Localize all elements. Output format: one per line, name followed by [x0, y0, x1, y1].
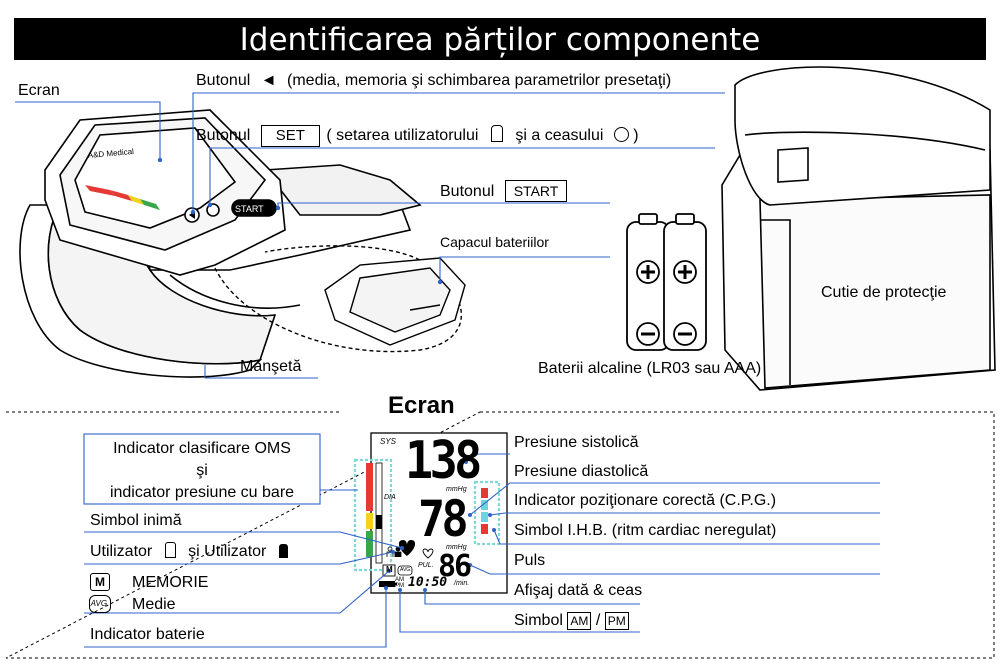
left-button-word: Butonul [196, 72, 251, 89]
left-arrow-icon: ◄ [260, 72, 277, 89]
user-label-b: şi Utilizator [188, 543, 267, 560]
average-icon: AVG. [89, 595, 111, 613]
lcd-pm: PM [395, 583, 404, 589]
lcd-time: 10:50 [408, 575, 448, 590]
user-label: Utilizator şi Utilizator [90, 542, 288, 561]
who-indicator-label: Indicator clasificare OMS şi indicator p… [84, 438, 320, 504]
set-desc-c: ) [633, 127, 639, 144]
device-body [44, 109, 286, 276]
screen-section-frame [5, 411, 995, 659]
user-icon [490, 125, 503, 142]
lcd-avg-text: AVG. [400, 567, 412, 573]
who-label-box [83, 433, 321, 505]
start-key: START [504, 180, 568, 202]
set-key: SET [260, 125, 320, 147]
lcd-diastolic-value: 78 [418, 490, 469, 548]
am-box: AM [567, 612, 592, 630]
protective-case [721, 66, 996, 391]
systolic-label: Presiune sistolică [514, 434, 639, 451]
ihb-symbol [422, 548, 434, 559]
start-button-word: Butonul [440, 183, 495, 200]
batteries-label: Baterii alcaline (LR03 sau AAA) [538, 360, 762, 377]
lcd-unit-1: mmHg [446, 486, 467, 493]
ecran-label: Ecran [18, 82, 60, 99]
lcd-pulse-value: 86 [438, 549, 472, 584]
battery-cover-callout [214, 245, 466, 353]
ihb-label: Simbol I.H.B. (ritm cardiac neregulat) [514, 522, 777, 539]
screen-heading: Ecran [388, 392, 455, 419]
lcd-unit-2: mmHg [446, 544, 467, 551]
set-button-label: Butonul SET ( setarea utilizatorului şi … [196, 125, 639, 147]
lcd-pul-label: PUL. [418, 562, 434, 569]
lcd-am: AM [395, 577, 404, 583]
pulse-label: Puls [514, 552, 546, 569]
case-label: Cutie de protecţie [821, 284, 947, 301]
lcd-m-text: M [386, 565, 393, 574]
lcd-sys-label: SYS [380, 437, 397, 446]
average-label: Medie [132, 596, 176, 613]
lcd-dia-label: DIA [384, 494, 396, 501]
user-a-icon [164, 542, 176, 558]
cuff-label: Manşetă [240, 358, 302, 375]
battery-left [626, 213, 670, 351]
set-desc-b: şi a ceasului [515, 127, 604, 144]
set-button-word: Butonul [196, 127, 251, 144]
lcd-systolic-value: 138 [405, 431, 482, 491]
heart-symbol-label: Simbol inimă [90, 512, 182, 529]
left-button-desc: (media, memoria şi schimbarea parametril… [287, 72, 672, 89]
who-line-1: Indicator clasificare OMS [113, 440, 291, 457]
memory-icon: M [90, 573, 110, 591]
device-brand: A&D Medical [87, 147, 134, 160]
who-line-2: şi [196, 462, 208, 479]
lcd-battery-icon [379, 581, 395, 587]
lcd-avg-icon [397, 565, 413, 576]
page-title: Identificarea părților componente [239, 22, 761, 58]
cpg-indicator [481, 488, 488, 534]
pm-box: PM [604, 612, 629, 630]
set-desc-a: ( setarea utilizatorului [326, 127, 479, 144]
battery-indicator-label: Indicator baterie [90, 626, 205, 643]
ampm-prefix: Simbol [514, 612, 563, 629]
battery-cover-label: Capacul bateriilor [440, 234, 549, 250]
cpg-label: Indicator poziţionare corectă (C.P.G.) [514, 492, 777, 509]
user-label-a: Utilizator [90, 543, 153, 560]
battery-right [663, 213, 707, 351]
title-bar [14, 18, 986, 60]
lcd-per-min: /min. [454, 580, 470, 587]
who-line-3: indicator presiune cu bare [109, 484, 295, 501]
ampm-slash: / [595, 612, 601, 629]
ampm-label: Simbol AM / PM [514, 612, 629, 630]
device-start-key: START [235, 204, 264, 214]
clock-icon [613, 127, 629, 142]
screen-leader-lines [84, 453, 880, 648]
start-button-label: Butonul START [440, 180, 568, 202]
left-button-label: Butonul ◄ (media, memoria şi schimbarea … [196, 72, 671, 90]
user-icons [386, 546, 402, 557]
user-b-icon [278, 544, 288, 558]
pressure-bar [366, 462, 383, 564]
diastolic-label: Presiune diastolică [514, 463, 649, 480]
heart-symbol [398, 540, 416, 556]
datetime-label: Afişaj dată & ceas [514, 582, 643, 599]
memory-label: MEMORIE [132, 574, 209, 591]
